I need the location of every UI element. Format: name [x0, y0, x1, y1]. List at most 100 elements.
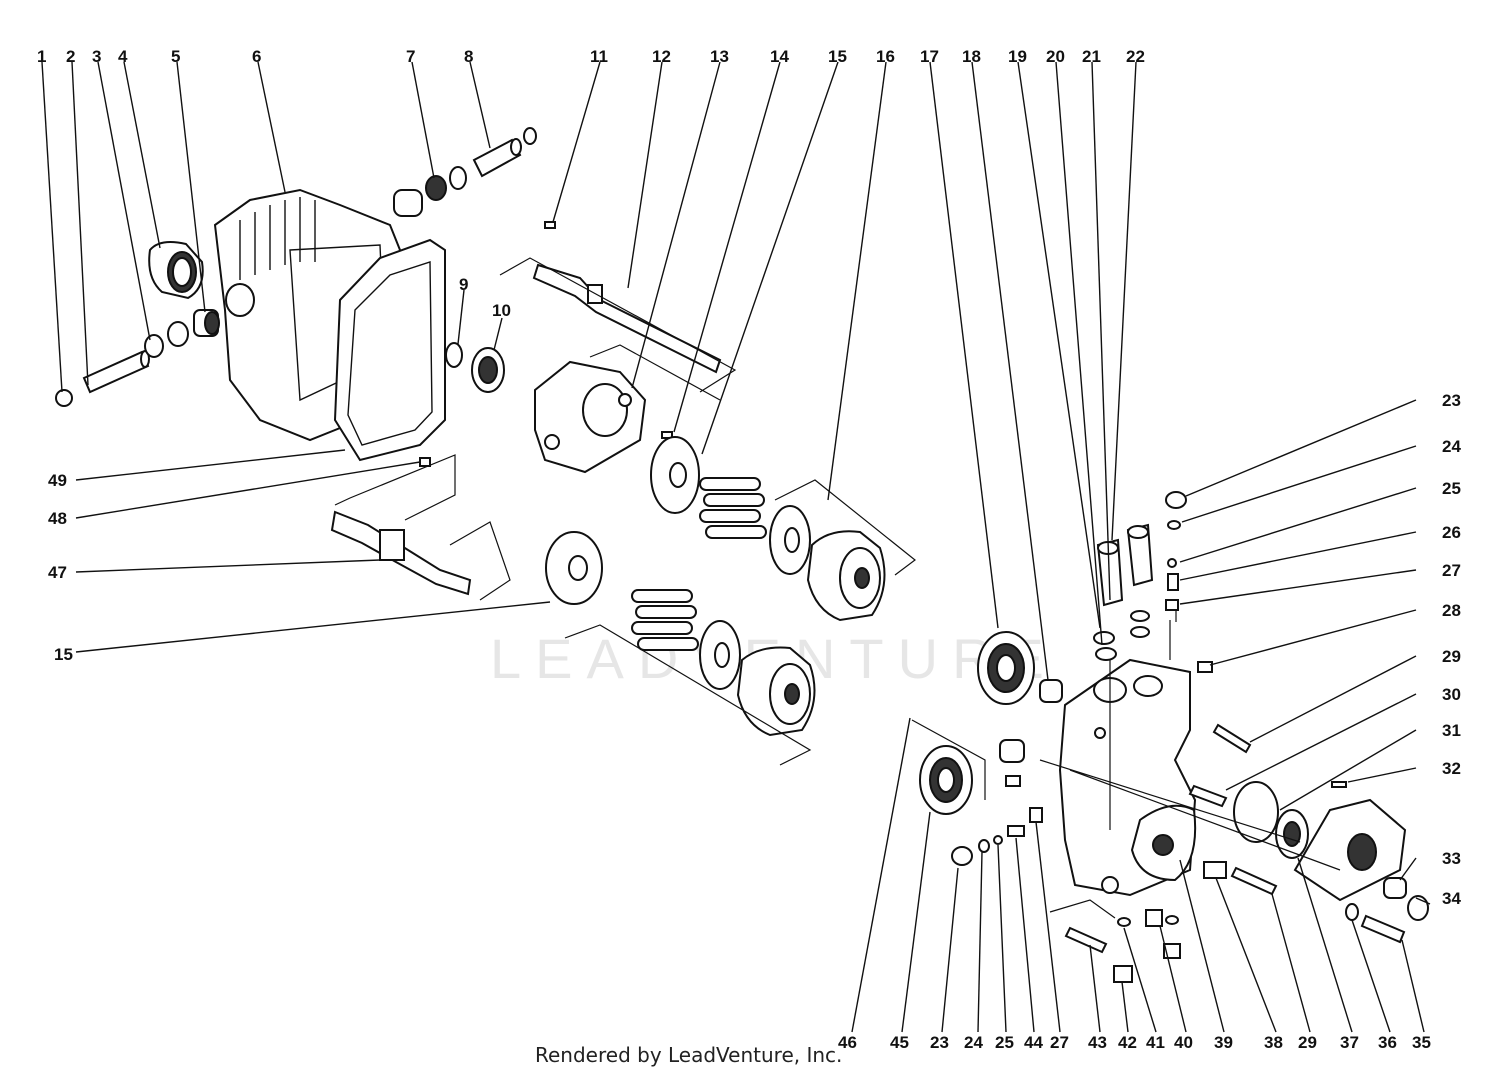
credit-text: Rendered by LeadVenture, Inc.: [535, 1043, 843, 1067]
callout-49: 49: [48, 471, 67, 490]
callout-22: 22: [1126, 47, 1145, 66]
part-bushing-46: [999, 739, 1025, 763]
callout-5: 5: [171, 47, 180, 66]
part-washer-3: [144, 334, 164, 358]
part-oring-21b: [1130, 610, 1150, 622]
part-pin-32: [1331, 781, 1347, 788]
callout-9: 9: [459, 275, 468, 294]
callout-6: 6: [252, 47, 261, 66]
part-valve-plate-17: [977, 631, 1035, 705]
callout-34: 34: [1442, 889, 1461, 908]
part-washer-41: [1117, 917, 1131, 927]
part-spring-26a: [1167, 573, 1179, 591]
callout-3: 3: [92, 47, 101, 66]
callout-29-right: 29: [1442, 647, 1461, 666]
callout-24-bottom: 24: [964, 1033, 983, 1052]
part-poppet-27a: [1165, 599, 1179, 611]
part-piston-set-16b: [631, 589, 816, 737]
part-plug-28b: [1005, 775, 1021, 787]
part-gasket-49: [333, 238, 446, 462]
part-seal-34: [1407, 895, 1429, 921]
part-valve-plate-45: [919, 745, 973, 815]
part-plug-42: [1113, 965, 1133, 983]
callout-15-top: 15: [828, 47, 847, 66]
callout-14: 14: [770, 47, 789, 66]
part-piston-set-16a: [699, 477, 886, 622]
part-poppet-27b: [1029, 807, 1043, 823]
part-plug-40c: [1163, 943, 1181, 959]
callout-21: 21: [1082, 47, 1101, 66]
part-seal-7: [425, 175, 447, 201]
callout-27-right: 27: [1442, 561, 1461, 580]
part-plug-28: [1197, 661, 1213, 673]
part-check-valve-22: [1126, 523, 1154, 587]
callout-30: 30: [1442, 685, 1461, 704]
part-ball-25b: [993, 835, 1003, 845]
part-bushing-5: [193, 309, 220, 337]
part-plug-40: [1145, 909, 1163, 927]
part-pin-8: [472, 138, 522, 178]
callout-11: 11: [590, 47, 608, 66]
callout-31: 31: [1442, 721, 1461, 740]
part-bearing-7a: [393, 189, 423, 217]
part-washer-24a: [1167, 520, 1181, 530]
part-bolt-29b: [1230, 866, 1278, 896]
part-key-11: [544, 221, 556, 229]
callout-37: 37: [1340, 1033, 1359, 1052]
callout-40: 40: [1174, 1033, 1193, 1052]
callout-27-bottom: 27: [1050, 1033, 1069, 1052]
callout-43: 43: [1088, 1033, 1107, 1052]
part-shaft-47: [330, 510, 472, 596]
part-washer-9: [445, 342, 463, 368]
part-oring-20: [1095, 647, 1117, 661]
part-shaft-12: [532, 263, 722, 374]
callout-17: 17: [920, 47, 939, 66]
callout-4: 4: [118, 47, 128, 66]
part-bearing-4: [148, 241, 204, 300]
parts: [55, 127, 1429, 983]
part-ball-25a: [1167, 558, 1177, 568]
callout-20: 20: [1046, 47, 1065, 66]
callout-39: 39: [1214, 1033, 1233, 1052]
part-gerotor-37: [1275, 809, 1309, 859]
callout-42: 42: [1118, 1033, 1137, 1052]
callout-24-right: 24: [1442, 437, 1461, 456]
part-center-section-39: [1058, 658, 1197, 897]
callout-numbers: 1 2 3 4 5 6 7 8 11 12 13 14 15 16 17 18 …: [37, 47, 1461, 1052]
callout-46: 46: [838, 1033, 857, 1052]
part-washer-36: [1345, 903, 1359, 921]
callout-45: 45: [890, 1033, 909, 1052]
part-swash-block-13: [534, 360, 647, 474]
part-plug-23a: [1165, 491, 1187, 509]
callout-36: 36: [1378, 1033, 1397, 1052]
callout-26: 26: [1442, 523, 1461, 542]
part-oring-31: [1233, 781, 1279, 843]
part-pin-2: [82, 350, 150, 394]
part-bolt-43: [1064, 926, 1108, 954]
part-washer-24b: [978, 839, 990, 853]
part-oring-19: [1093, 631, 1115, 645]
callout-7: 7: [406, 47, 415, 66]
callout-8: 8: [464, 47, 473, 66]
callout-18: 18: [962, 47, 981, 66]
callout-1: 1: [37, 47, 46, 66]
part-dowel-48: [419, 457, 431, 467]
callout-23-bottom: 23: [930, 1033, 949, 1052]
part-spring-44: [1007, 825, 1025, 837]
part-plug-23b: [951, 846, 973, 866]
callout-28: 28: [1442, 601, 1461, 620]
part-thrust-washer-15b: [545, 531, 603, 605]
part-bolt-30: [1188, 784, 1228, 808]
callout-16: 16: [876, 47, 895, 66]
part-bushing-33: [1383, 877, 1407, 899]
part-bearing-10: [471, 347, 505, 393]
callout-48: 48: [48, 509, 67, 528]
callout-44: 44: [1024, 1033, 1043, 1052]
part-bolt-38: [1203, 861, 1227, 879]
callout-10: 10: [492, 301, 511, 320]
part-thrust-washer-15a: [650, 436, 700, 514]
part-oring-22b: [1130, 626, 1150, 638]
callout-12: 12: [652, 47, 671, 66]
